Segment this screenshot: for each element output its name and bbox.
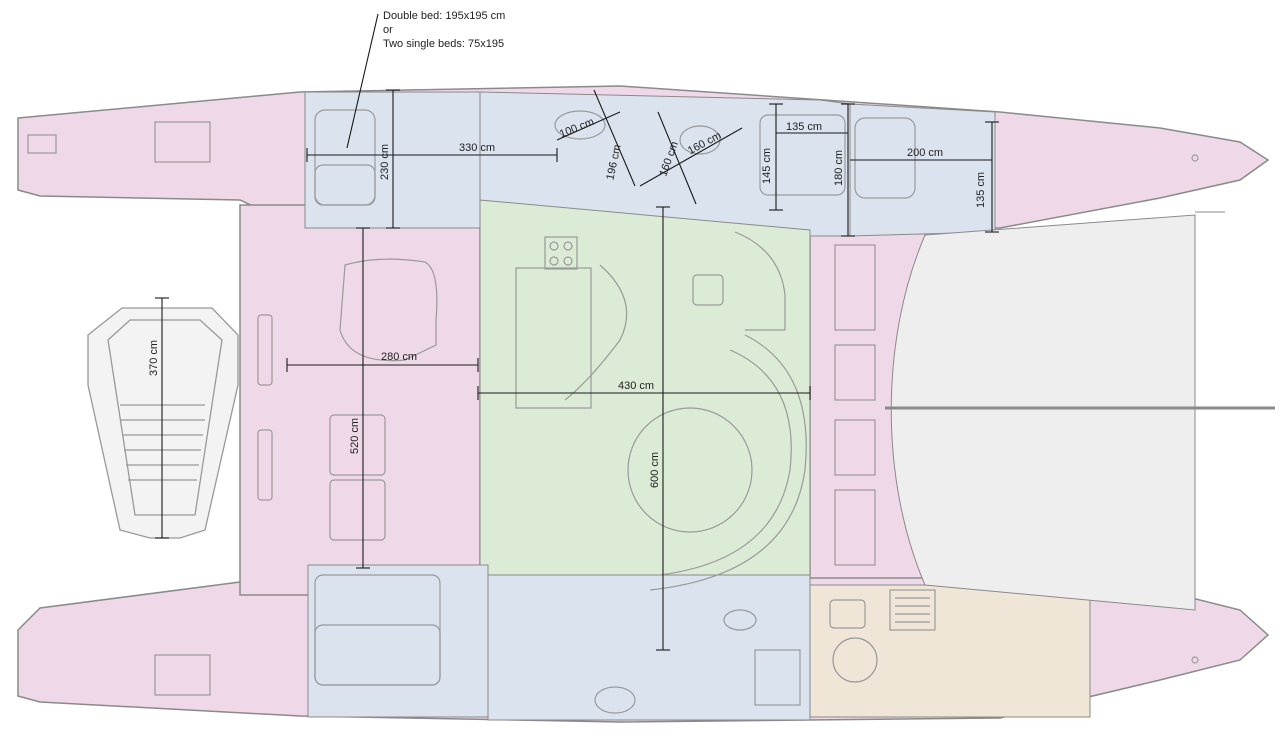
dim-145-label: 145 cm (761, 148, 773, 184)
cabin-lower-mid (487, 574, 811, 721)
dinghy (87, 307, 239, 539)
bed-note-line-2: or (383, 24, 393, 36)
saloon-table (627, 407, 753, 533)
cabin-upper-mid (479, 91, 851, 237)
trampoline (890, 214, 1196, 611)
aft-deck (239, 204, 481, 596)
dim-600-label: 600 cm (649, 452, 661, 488)
dim-200-label: 200 cm (907, 147, 943, 159)
utility-zone (809, 584, 1091, 718)
dim-100-line (556, 111, 621, 141)
cabin-lower-aft (307, 564, 489, 718)
dinghy-inner (107, 319, 223, 516)
dim-135-top-label: 135 cm (786, 121, 822, 133)
furniture (27, 109, 1199, 714)
dim-520-label: 520 cm (349, 418, 361, 454)
bed-size-note: Double bed: 195x195 cm or Two single bed… (383, 9, 505, 51)
dim-330-label: 330 cm (459, 142, 495, 154)
cabin-upper-fwd (849, 103, 996, 237)
leader-line (346, 13, 379, 149)
dim-196-line (593, 89, 636, 187)
dinghy-hull (87, 307, 239, 539)
dim-430-label: 430 cm (618, 380, 654, 392)
dim-230-label: 230 cm (379, 144, 391, 180)
dimension-labels: 230 cm 330 cm 100 cm 196 cm 160 cm 160 c… (148, 116, 987, 488)
bed-note-line-3: Two single beds: 75x195 (383, 38, 505, 50)
dim-160a-line (657, 111, 697, 205)
dimension-lines (155, 13, 999, 651)
bed-note-line-1: Double bed: 195x195 cm (383, 10, 506, 22)
zones (304, 91, 1275, 721)
dim-135-side-label: 135 cm (975, 172, 987, 208)
saloon-zone (479, 194, 811, 576)
dim-370-label: 370 cm (148, 340, 160, 376)
dim-160b-line (639, 127, 743, 187)
dim-280-label: 280 cm (381, 351, 417, 363)
dim-180-label: 180 cm (833, 150, 845, 186)
